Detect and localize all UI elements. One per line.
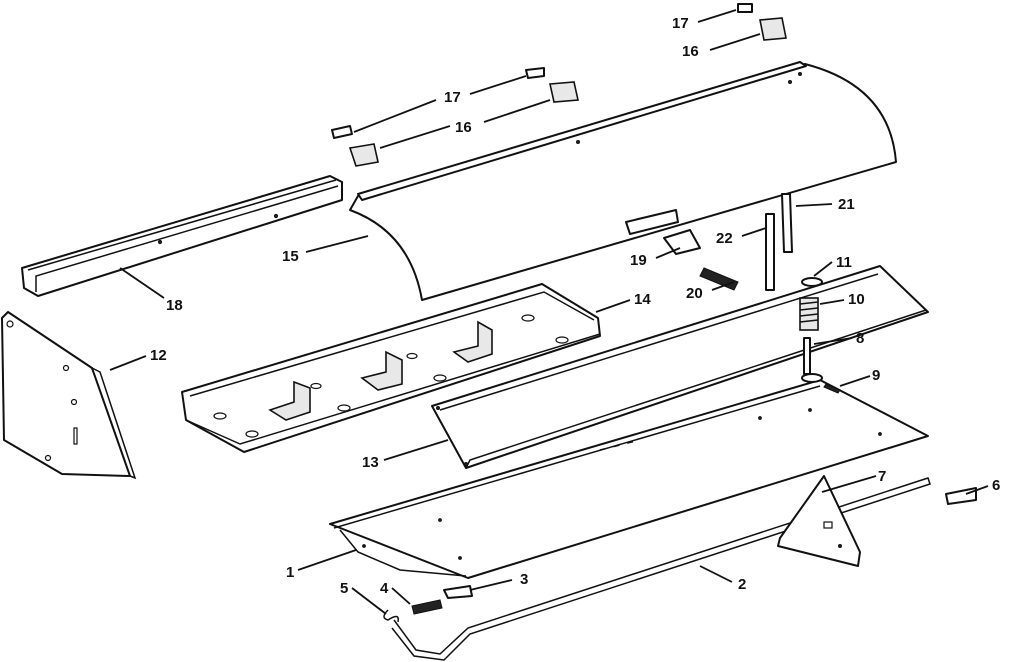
part-19-catch: [625, 209, 701, 255]
part-8-bolt: [801, 337, 823, 383]
callout-13: 13: [362, 454, 379, 471]
callout-17-right: 17: [672, 15, 689, 32]
part-17-pin-right: [737, 3, 753, 13]
callout-10: 10: [848, 291, 865, 308]
callout-labels: 1 2 3 4 5 6 7 8 9 10 11 12 13 14 15 16 1…: [150, 15, 1000, 597]
callout-6: 6: [992, 477, 1000, 494]
callout-22: 22: [716, 230, 733, 247]
part-7-bracket: [777, 475, 861, 567]
part-9-pin: [823, 383, 841, 394]
callout-1: 1: [286, 564, 294, 581]
part-2-rod: [391, 477, 931, 661]
callout-12: 12: [150, 347, 167, 364]
callout-20: 20: [686, 285, 703, 302]
callout-9: 9: [872, 367, 880, 384]
part-3-clip: [443, 585, 473, 599]
callout-18: 18: [166, 297, 183, 314]
callout-19: 19: [630, 252, 647, 269]
callout-16-right: 16: [682, 43, 699, 60]
part-16-hinge-right: [759, 17, 787, 41]
part-1-bottom-plate: [329, 379, 929, 579]
part-21-latch-rod: [781, 193, 793, 253]
callout-16-left: 16: [455, 119, 472, 136]
callout-7: 7: [878, 468, 886, 485]
callout-8: 8: [856, 330, 864, 347]
part-18-channel: [21, 175, 343, 297]
part-12-end-plate: [1, 311, 137, 480]
part-5-hook: [383, 609, 400, 623]
callout-5: 5: [340, 580, 348, 597]
part-15-top-cover: [349, 61, 897, 301]
callout-11: 11: [836, 254, 852, 271]
part-14-tray: [181, 283, 601, 453]
part-17-pin-left: [331, 67, 545, 139]
part-6-clip: [945, 487, 977, 505]
part-16-hinge-left: [348, 81, 579, 167]
callout-3: 3: [520, 571, 528, 588]
part-4-spring: [411, 599, 443, 615]
leader-lines: [109, 9, 989, 615]
part-10-spring: [799, 297, 819, 331]
callout-2: 2: [738, 576, 746, 593]
callout-21: 21: [838, 196, 855, 213]
callout-15: 15: [282, 248, 299, 265]
callout-14: 14: [634, 291, 651, 308]
part-22-rod: [765, 213, 775, 291]
callout-4: 4: [380, 580, 389, 597]
part-11-washer: [801, 277, 823, 287]
callout-17-left: 17: [444, 89, 461, 106]
